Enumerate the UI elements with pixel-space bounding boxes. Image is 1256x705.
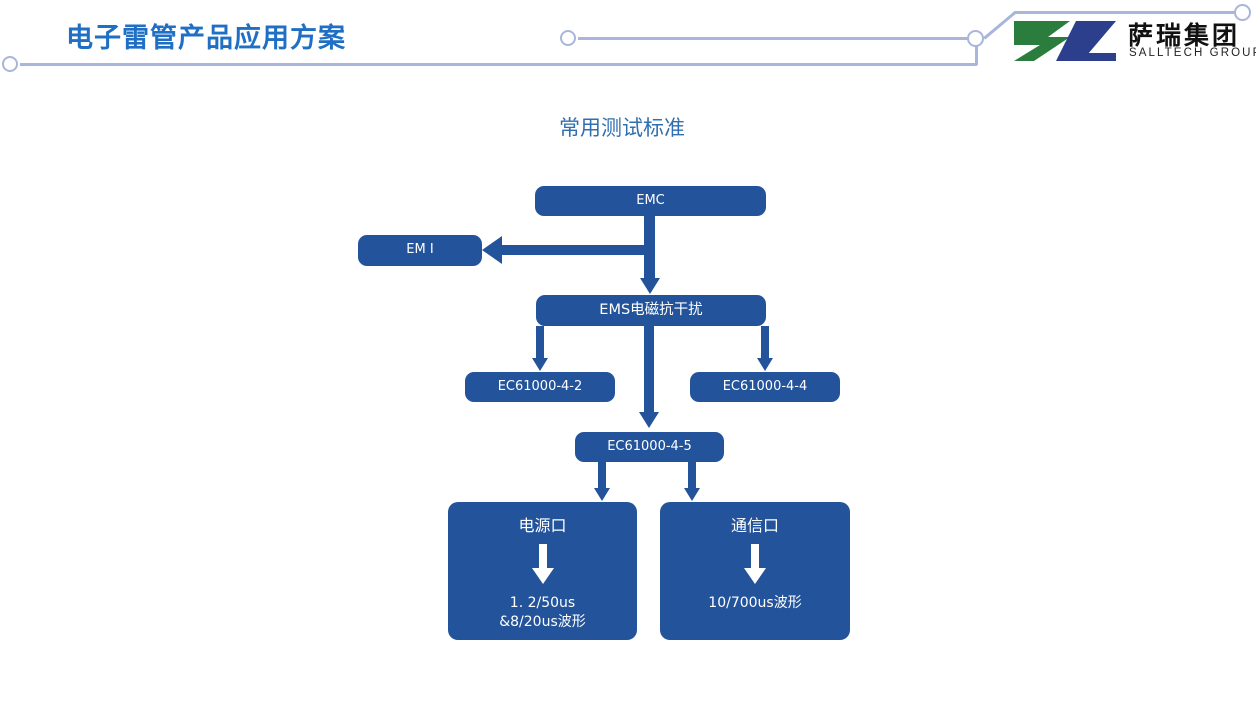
connector-ems-to-4-4-shaft bbox=[761, 326, 769, 359]
node-ems-label: EMS电磁抗干扰 bbox=[599, 302, 703, 319]
company-logo: 萨瑞集团 SALLTECH GROUP bbox=[1012, 16, 1256, 68]
header-deco-circle-left bbox=[2, 56, 18, 72]
connector-emc-to-ems-shaft bbox=[644, 216, 655, 279]
node-emi-label: EM I bbox=[406, 242, 434, 258]
connector-ems-to-4-2-arrowhead bbox=[532, 358, 548, 371]
node-emc-label: EMC bbox=[636, 192, 665, 208]
node-ems[interactable]: EMS电磁抗干扰 bbox=[536, 295, 766, 326]
node-power-port-line2: &8/20us波形 bbox=[499, 613, 586, 630]
node-ec61000-4-2-label: EC61000-4-2 bbox=[497, 378, 583, 394]
connector-ems-to-4-5-shaft bbox=[644, 326, 654, 415]
header-deco-riser bbox=[975, 40, 978, 65]
connector-ems-to-4-5-arrowhead bbox=[639, 412, 659, 428]
connector-emc-to-ems-arrowhead bbox=[640, 278, 660, 294]
connector-ems-to-4-4-arrowhead bbox=[757, 358, 773, 371]
node-comm-port-title: 通信口 bbox=[730, 516, 779, 535]
header-deco-line-lower bbox=[20, 63, 977, 66]
comm-port-down-arrow-icon bbox=[742, 544, 768, 584]
connector-4-5-to-comm-shaft bbox=[688, 462, 696, 489]
node-ec61000-4-5-label: EC61000-4-5 bbox=[607, 438, 692, 454]
logo-name-en: SALLTECH GROUP bbox=[1129, 47, 1256, 59]
node-ec61000-4-2[interactable]: EC61000-4-2 bbox=[465, 372, 615, 402]
header-deco-line-middle bbox=[578, 37, 968, 40]
node-power-port-title: 电源口 bbox=[518, 516, 567, 535]
page-title: 电子雷管产品应用方案 bbox=[66, 23, 346, 53]
node-ec61000-4-4-label: EC61000-4-4 bbox=[722, 378, 808, 394]
node-power-port-line1: 1. 2/50us bbox=[509, 595, 576, 611]
node-power-port[interactable]: 电源口 1. 2/50us &8/20us波形 bbox=[448, 502, 637, 640]
header-deco-circle-right bbox=[1234, 4, 1251, 21]
node-ec61000-4-4[interactable]: EC61000-4-4 bbox=[690, 372, 840, 402]
header-deco-circle-junction bbox=[967, 30, 984, 47]
power-port-down-arrow-icon bbox=[530, 544, 556, 584]
logo-name-cn: 萨瑞集团 bbox=[1128, 21, 1241, 50]
chart-title: 常用测试标准 bbox=[0, 112, 1256, 142]
node-emi[interactable]: EM I bbox=[358, 235, 482, 266]
header-deco-line-top bbox=[1014, 11, 1236, 14]
chart-title-text: 常用测试标准 bbox=[559, 116, 685, 140]
connector-4-5-to-power-shaft bbox=[598, 462, 606, 489]
node-emc[interactable]: EMC bbox=[535, 186, 766, 216]
connector-ems-to-4-2-shaft bbox=[536, 326, 544, 359]
header-deco-diagonal bbox=[983, 11, 1016, 40]
connector-4-5-to-comm-arrowhead bbox=[684, 488, 700, 501]
salltech-logo-icon bbox=[1014, 21, 1116, 61]
node-comm-port-line1: 10/700us波形 bbox=[708, 595, 802, 611]
connector-4-5-to-power-arrowhead bbox=[594, 488, 610, 501]
header-deco-circle-middle bbox=[560, 30, 576, 46]
connector-emc-to-emi-arrowhead bbox=[482, 236, 502, 264]
node-comm-port[interactable]: 通信口 10/700us波形 bbox=[660, 502, 850, 640]
node-ec61000-4-5[interactable]: EC61000-4-5 bbox=[575, 432, 724, 462]
connector-emc-to-emi-shaft bbox=[498, 245, 646, 255]
